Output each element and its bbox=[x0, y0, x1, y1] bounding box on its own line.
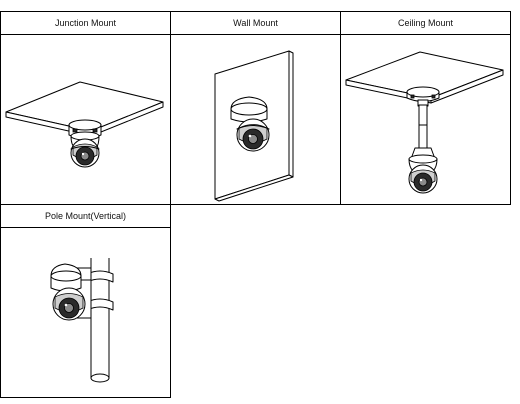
panel-junction-mount: Junction Mount bbox=[0, 11, 171, 205]
pole-clamp-upper bbox=[86, 270, 114, 283]
junction-mount-drawing bbox=[5, 81, 164, 168]
panel-pole-mount: Pole Mount(Vertical) bbox=[0, 204, 171, 398]
pole-mount-illustration bbox=[1, 228, 170, 397]
panel-title: Wall Mount bbox=[171, 12, 340, 35]
panel-title: Ceiling Mount bbox=[341, 12, 510, 35]
panel-title: Junction Mount bbox=[1, 12, 170, 35]
panel-title: Pole Mount(Vertical) bbox=[1, 205, 170, 228]
ceiling-mount-illustration bbox=[341, 35, 510, 204]
wall-mount-illustration bbox=[171, 35, 340, 204]
ceiling-mount-drawing bbox=[345, 51, 504, 194]
panel-wall-mount: Wall Mount bbox=[170, 11, 341, 205]
pendant-pole bbox=[418, 104, 428, 150]
pole-clamp-lower bbox=[86, 298, 114, 311]
wall-mount-drawing bbox=[214, 50, 294, 202]
pole-mount-drawing bbox=[50, 258, 114, 383]
panel-ceiling-mount: Ceiling Mount bbox=[340, 11, 511, 205]
junction-mount-illustration bbox=[1, 35, 170, 204]
